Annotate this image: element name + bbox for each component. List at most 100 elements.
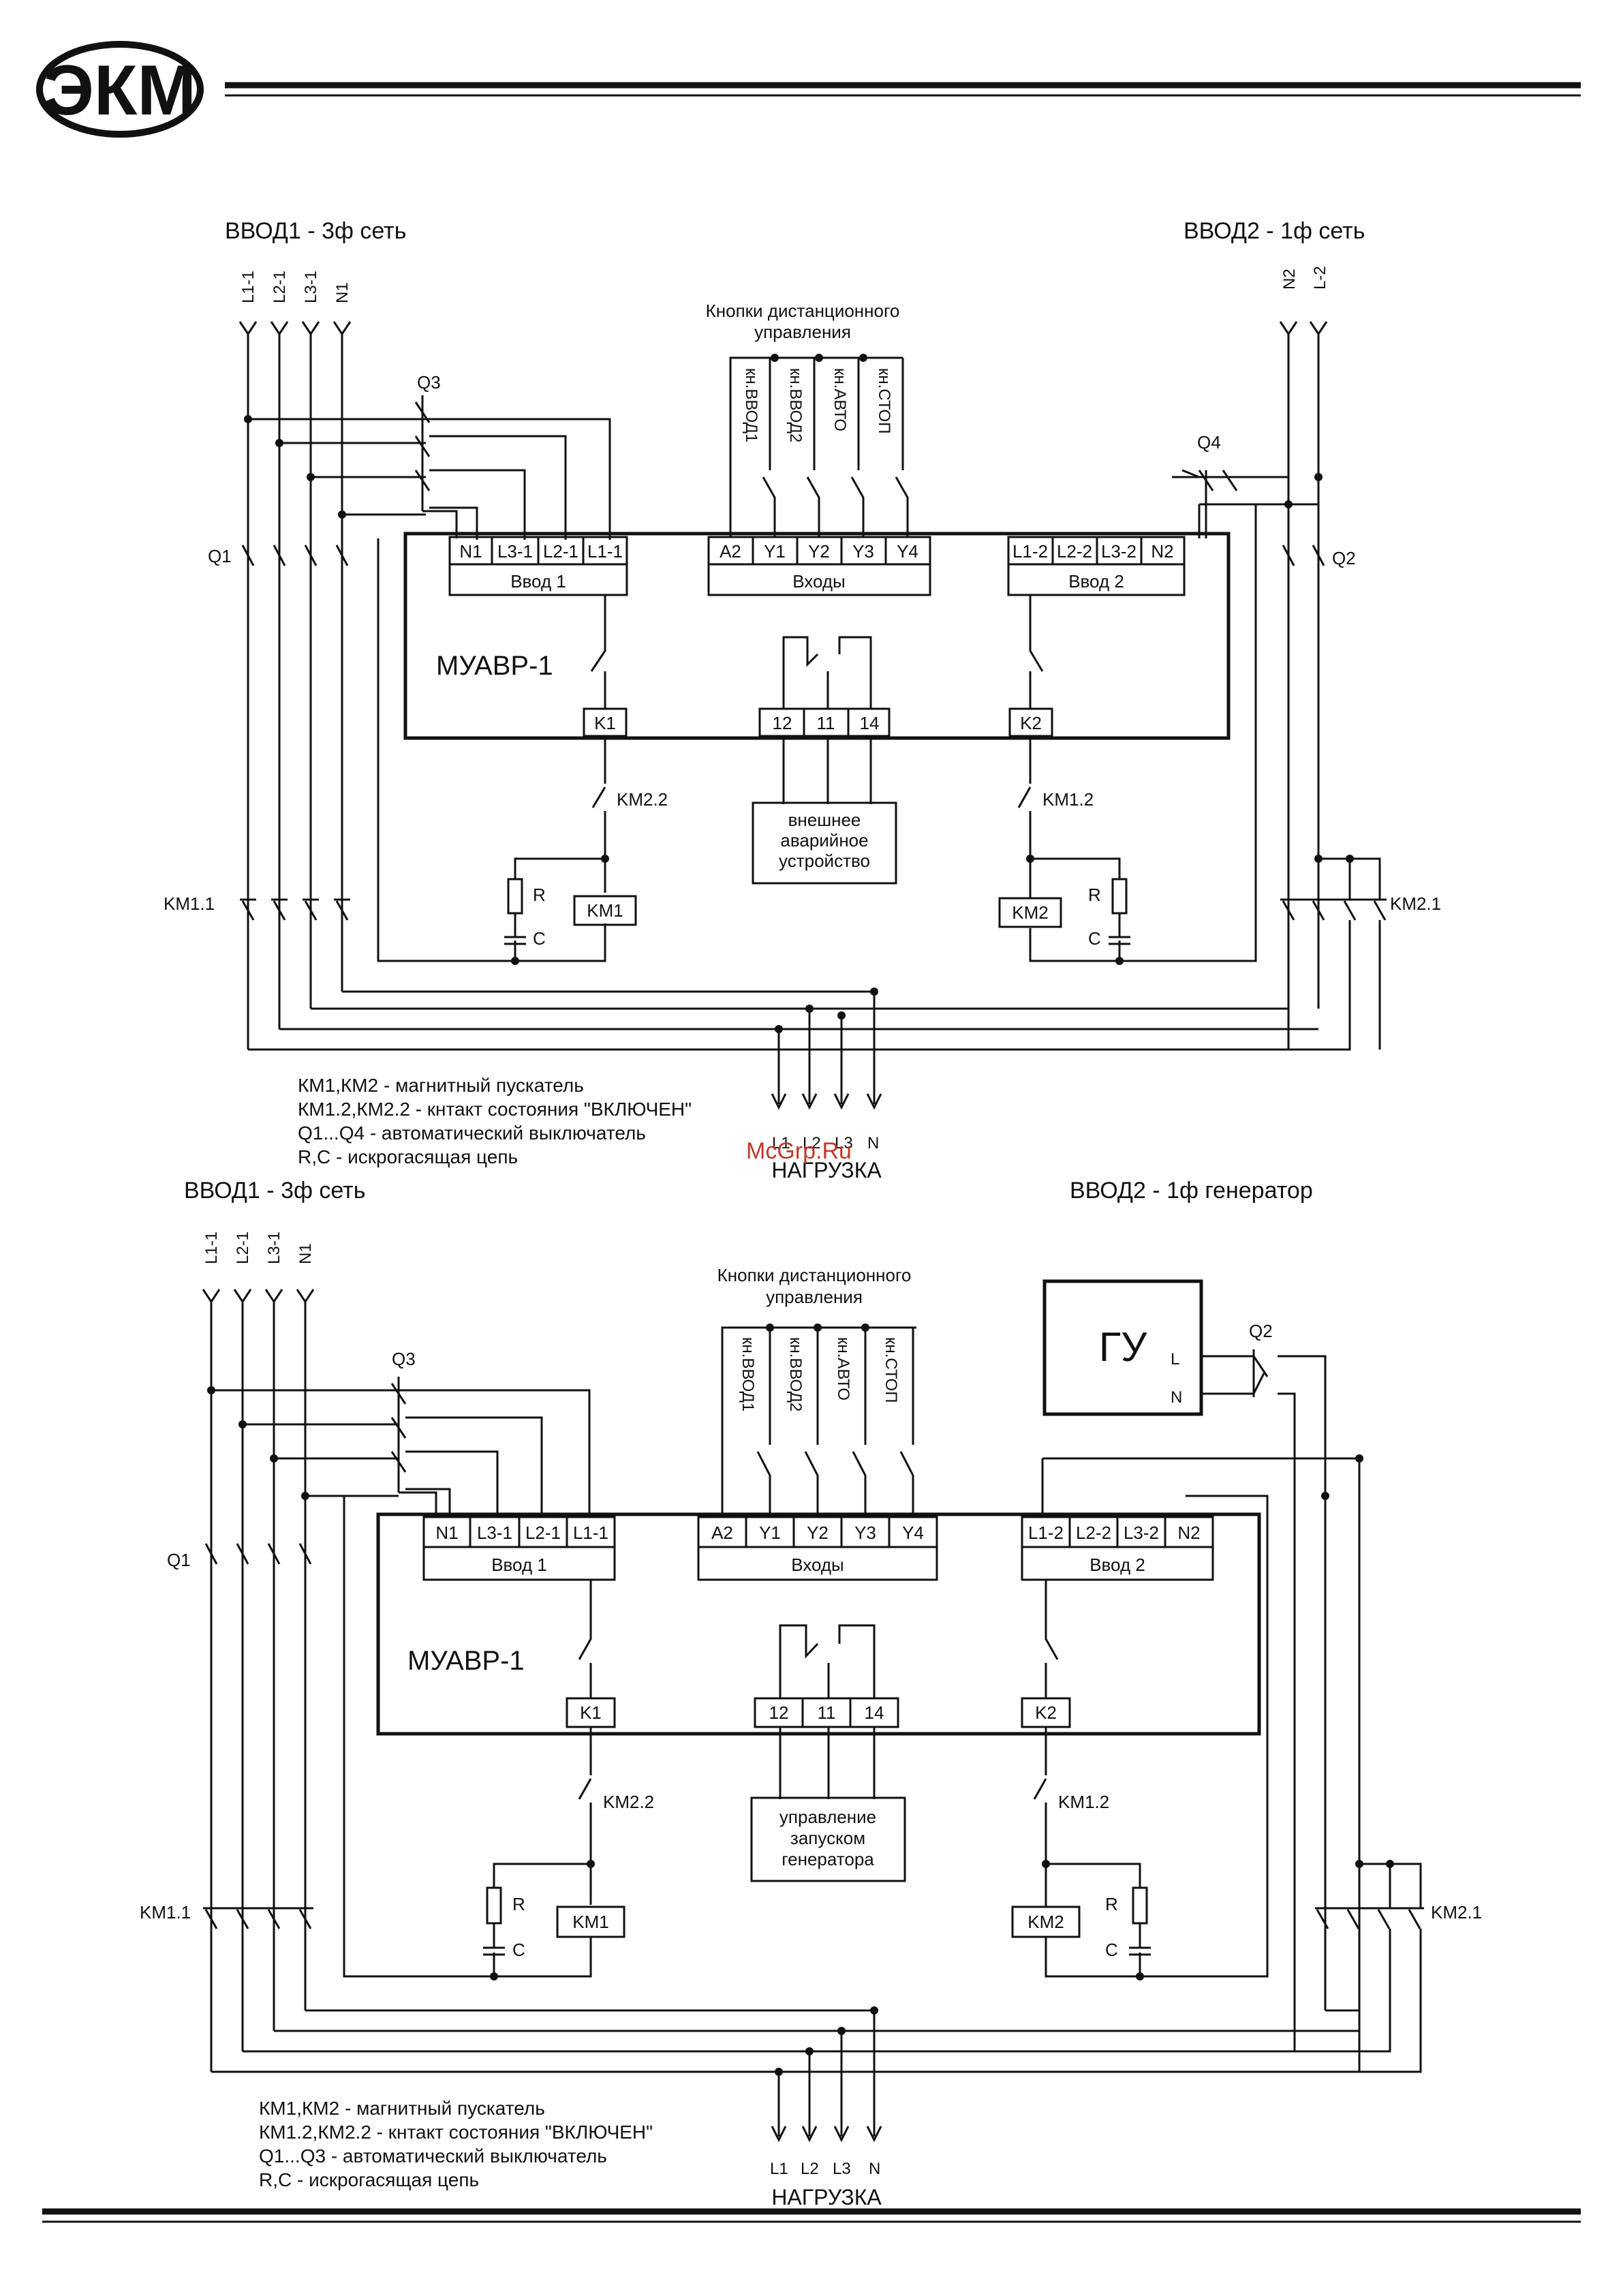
d2-bottom-bus xyxy=(211,1929,1422,2073)
d2-inp-term-4: Y4 xyxy=(902,1522,924,1543)
d2-in1-label-3: N1 xyxy=(296,1243,315,1264)
d1-relay-terms: 12 11 14 xyxy=(758,707,891,737)
d2-left-r-label: R xyxy=(512,1894,525,1914)
d2-q1-label: Q1 xyxy=(167,1550,191,1570)
d1-in1-label-3: N1 xyxy=(333,282,352,303)
d1-relay-contact xyxy=(782,636,872,709)
d1-relay-term-1: 11 xyxy=(817,713,835,733)
d2-q1-marks xyxy=(204,1543,312,1565)
d1-buttons-title-2: управления xyxy=(754,322,851,342)
d1-km12-label: KM1.2 xyxy=(1042,789,1094,810)
d1-inputs-block: A2 Y1 Y2 Y3 Y4 Входы xyxy=(707,536,931,596)
d1-q3-out xyxy=(429,435,567,540)
d2-km12-label: KM1.2 xyxy=(1058,1792,1109,1812)
d1-legend-2: Q1...Q4 - автоматический выключатель xyxy=(298,1122,646,1144)
d1-right-c xyxy=(1109,936,1130,945)
d1-relay-term-0: 12 xyxy=(773,713,792,733)
diagram-2: ВВОД1 - 3ф сеть ВВОД2 - 1ф генератор L1-… xyxy=(140,1178,1482,2209)
diagram-1: ВВОД1 - 3ф сеть ВВОД2 - 1ф сеть L1-1 L2-… xyxy=(164,218,1441,1182)
d1-in1-term-0: N1 xyxy=(459,541,482,562)
d1-left-c xyxy=(504,936,526,945)
d2-k1-label: K1 xyxy=(580,1702,602,1723)
d1-in1-label-0: L1-1 xyxy=(239,271,258,303)
d2-load-n: N xyxy=(869,2160,880,2178)
d1-q3-taps xyxy=(248,418,611,540)
d1-module-name: МУАВР-1 xyxy=(436,651,553,681)
d2-km2-coil xyxy=(1011,1905,1081,1938)
d1-input1-block: N1 L3-1 L2-1 L1-1 Ввод 1 xyxy=(448,536,628,596)
d2-km21-marks xyxy=(1315,1863,1424,1929)
d2-relay-term-1: 11 xyxy=(818,1702,836,1723)
d1-q3-switch xyxy=(414,395,458,538)
d1-km1-label: KM1 xyxy=(587,900,623,921)
d1-inp-term-3: Y3 xyxy=(852,541,874,562)
d2-btn-label-0: кн.ВВОД1 xyxy=(739,1337,757,1411)
d2-km2-label: KM2 xyxy=(1027,1912,1064,1932)
d2-legend-0: КМ1,КМ2 - магнитный пускатель xyxy=(259,2098,545,2119)
d2-q3-taps xyxy=(211,1389,591,1514)
d2-km22-label: KM2.2 xyxy=(603,1792,654,1812)
d2-inputs-block: A2 Y1 Y2 Y3 Y4 Входы xyxy=(697,1516,938,1581)
d2-left-c xyxy=(483,1946,505,1956)
d2-in2-term-3: N2 xyxy=(1177,1522,1200,1543)
d1-inp-term-4: Y4 xyxy=(897,541,918,562)
d2-btn-label-2: кн.АВТО xyxy=(834,1337,852,1400)
d2-load-l3: L3 xyxy=(833,2160,851,2178)
d2-gen-l: L xyxy=(1171,1350,1179,1368)
d2-relay-term-2: 14 xyxy=(865,1702,884,1723)
d1-inp-term-1: Y1 xyxy=(764,541,786,562)
d2-btn-label-3: кн.СТОП xyxy=(882,1337,900,1403)
d1-k1-label: K1 xyxy=(594,713,616,733)
d1-q2-label: Q2 xyxy=(1332,548,1356,568)
d2-input2-block-label: Ввод 2 xyxy=(1089,1555,1145,1575)
d2-km1-label: KM1 xyxy=(572,1912,608,1932)
d2-in1-label-0: L1-1 xyxy=(202,1231,221,1264)
d2-relay-wires xyxy=(779,1727,876,1799)
d1-km2-label: KM2 xyxy=(1012,902,1048,923)
d2-q2-switch xyxy=(1201,1349,1327,2051)
d2-km11-marks xyxy=(203,1907,313,1929)
d2-in1-wires xyxy=(210,1302,307,2072)
d2-in1-block-label: Ввод 1 xyxy=(491,1555,547,1575)
d2-load-title: НАГРУЗКА xyxy=(771,2185,882,2209)
d1-q4-label: Q4 xyxy=(1197,432,1221,453)
d2-in1-term-0: N1 xyxy=(435,1522,458,1543)
d2-relay-term-0: 12 xyxy=(769,1702,789,1723)
d2-input1-block: N1 L3-1 L2-1 L1-1 Ввод 1 xyxy=(422,1516,616,1581)
d1-load-l2: L2 xyxy=(803,1134,821,1152)
d2-relay-terms: 12 11 14 xyxy=(754,1697,899,1728)
d2-load-drops xyxy=(777,2010,876,2137)
d1-load-arrows xyxy=(771,1093,882,1110)
d2-right-r xyxy=(1132,1886,1148,1925)
d1-in2-term-0: L1-2 xyxy=(1013,541,1048,562)
d1-device-line-1: аварийное xyxy=(780,830,868,851)
d1-q4-switch xyxy=(1172,470,1238,491)
d2-legend-2: Q1...Q3 - автоматический выключатель xyxy=(259,2145,607,2167)
d1-title-right: ВВОД2 - 1ф сеть xyxy=(1184,218,1365,244)
d2-in1-term-2: L2-1 xyxy=(525,1522,561,1543)
d1-load-l1: L1 xyxy=(772,1134,790,1152)
d2-gen-control xyxy=(750,1796,906,1882)
d1-btn-label-3: кн.СТОП xyxy=(875,368,893,433)
logo-ellipse xyxy=(36,41,204,138)
d2-in2-term-1: L2-2 xyxy=(1076,1522,1111,1543)
d2-left-c-label: C xyxy=(512,1940,525,1960)
d1-relay-term-2: 14 xyxy=(860,713,880,733)
d1-km1-coil xyxy=(573,895,637,926)
d1-button-wiring xyxy=(729,356,909,537)
d2-in1-label-2: L3-1 xyxy=(265,1231,283,1264)
d1-right-c-label: C xyxy=(1088,928,1101,949)
d2-q2-label: Q2 xyxy=(1249,1321,1273,1341)
d2-device-line-2: генератора xyxy=(782,1849,874,1869)
d2-inp-term-2: Y2 xyxy=(807,1522,829,1543)
d2-relay-contact xyxy=(779,1624,876,1698)
d2-input-arrows xyxy=(202,1289,315,1304)
d2-legend-3: R,C - искрогасящая цепь xyxy=(259,2169,479,2190)
d1-load-title: НАГРУЗКА xyxy=(771,1158,882,1182)
d1-nodes xyxy=(244,354,1354,1033)
d1-internal-k2 xyxy=(1029,595,1044,709)
d2-generator-box xyxy=(1042,1279,1203,1416)
d1-in1-block-label: Ввод 1 xyxy=(510,571,566,592)
d2-inp-term-3: Y3 xyxy=(854,1522,876,1543)
d2-buttons-title-2: управления xyxy=(766,1287,863,1307)
